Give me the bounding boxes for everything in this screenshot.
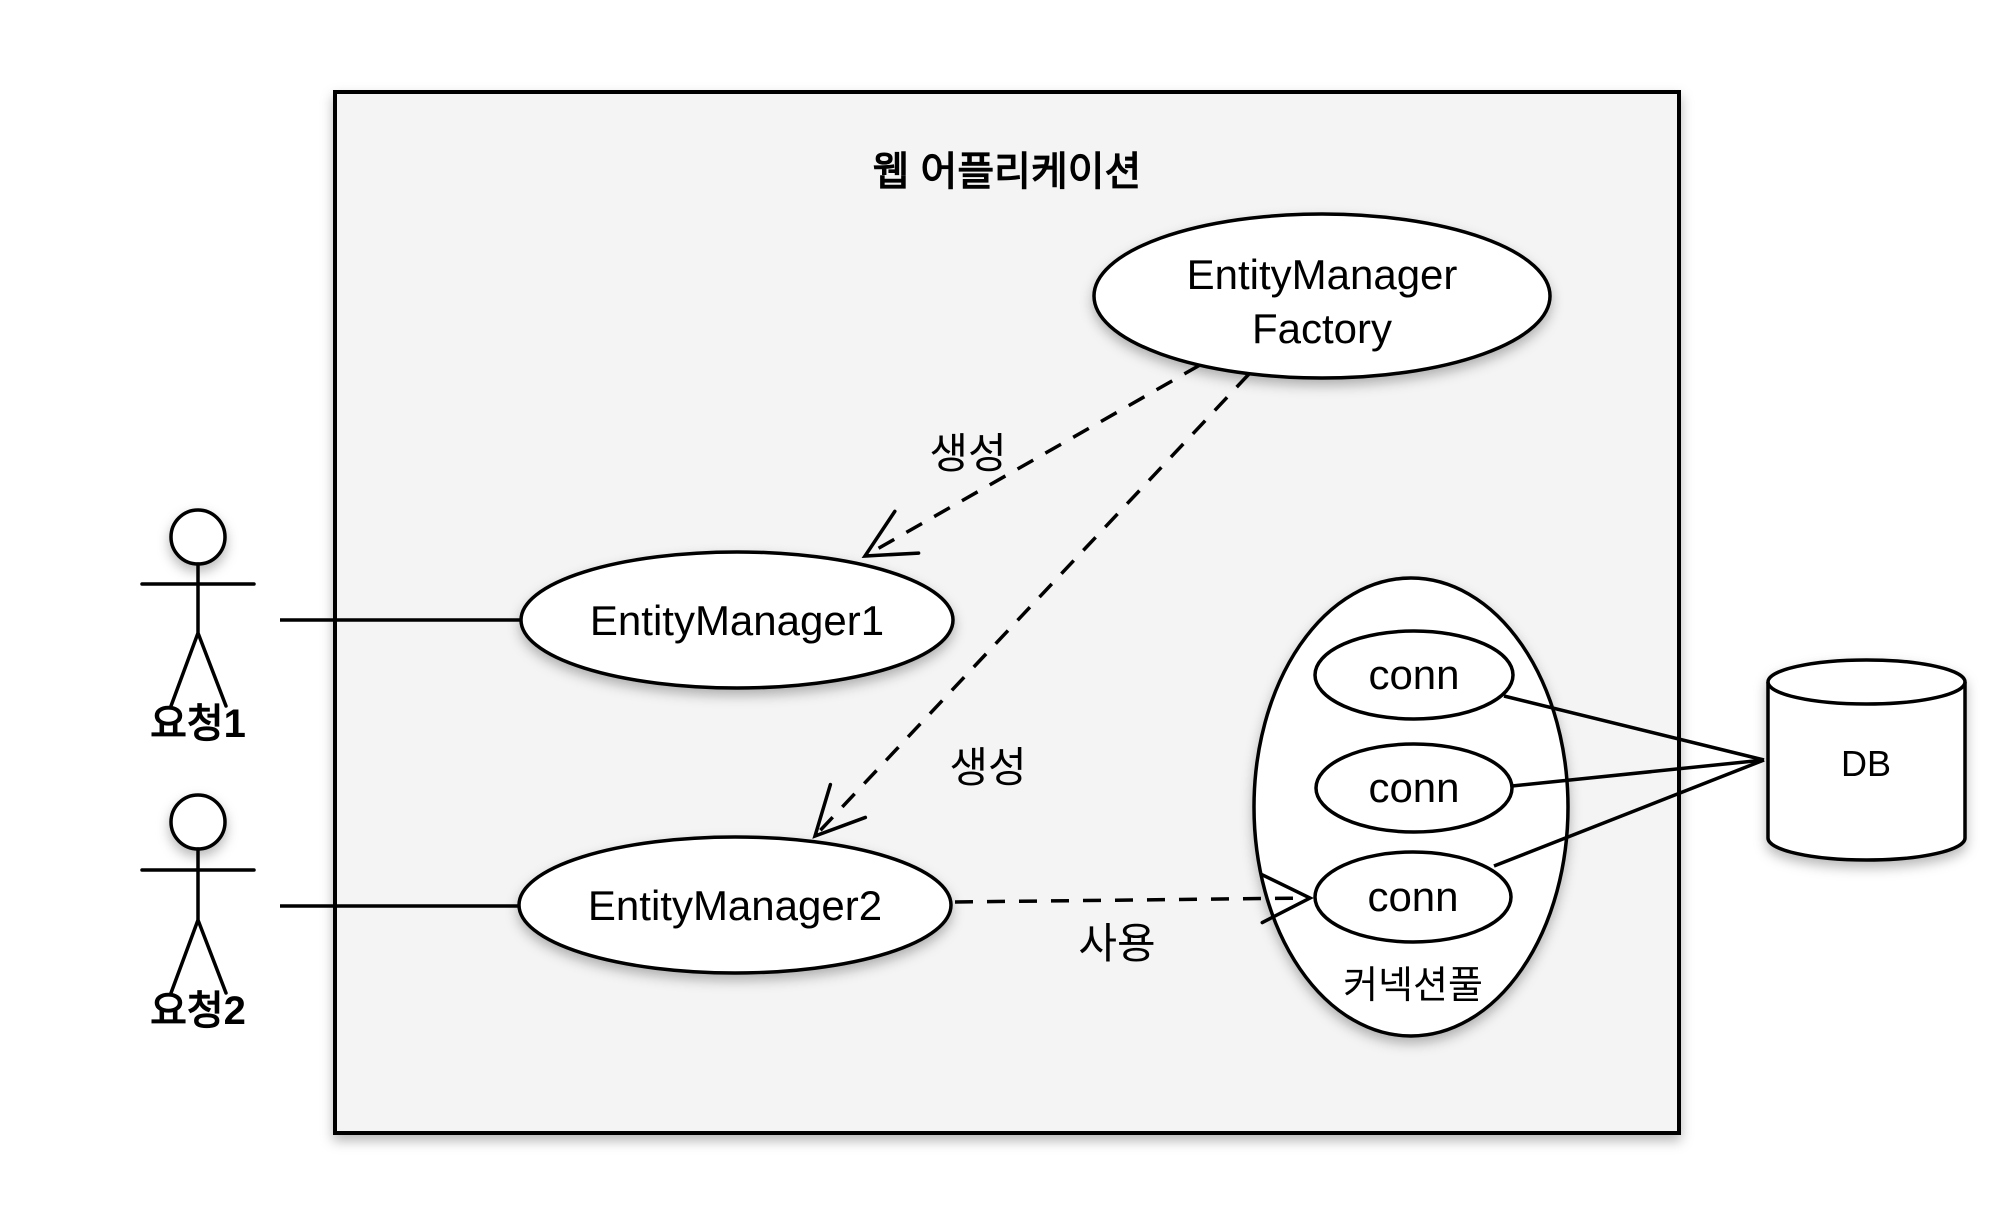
actor2-label: 요청2 — [150, 989, 246, 1033]
em1-label: EntityManager1 — [590, 597, 884, 644]
actor2-head-icon — [169, 793, 227, 851]
actor1-label: 요청1 — [150, 702, 246, 746]
conn1-ellipse — [1313, 629, 1515, 721]
db-cylinder-top — [1766, 658, 1967, 706]
node-entitymanager2: EntityManager2 — [517, 835, 953, 975]
edge-conn1-db — [1503, 694, 1765, 762]
conn3-label: conn — [1367, 873, 1458, 920]
edge-label-create2: 생성 — [949, 744, 1026, 791]
edge-label-use: 사용 — [1078, 920, 1155, 967]
node-entitymanager-factory: EntityManager Factory — [1092, 212, 1552, 380]
factory-label-line2: Factory — [1252, 305, 1392, 352]
node-db: DB — [1766, 658, 1967, 862]
conn1-label: conn — [1368, 651, 1459, 698]
actor2-body-icon — [140, 847, 256, 995]
connection-pool-conns: conn conn conn — [1313, 629, 1515, 944]
em1-ellipse — [519, 550, 955, 690]
edge-factory-em1 — [861, 363, 1201, 558]
conn2-ellipse — [1314, 742, 1514, 834]
node-entitymanager1: EntityManager1 — [519, 550, 955, 690]
conn2-label: conn — [1368, 764, 1459, 811]
factory-ellipse — [1092, 212, 1552, 380]
db-cylinder-body — [1766, 682, 1967, 862]
connection-pool-label: 커넥션풀 — [1343, 965, 1483, 1007]
container-title: 웹 어플리케이션 — [873, 150, 1142, 194]
actor1-body-icon — [140, 562, 256, 708]
actor1-head-icon — [169, 508, 227, 566]
edge-label-create1: 생성 — [929, 430, 1006, 477]
edge-em2-conn — [954, 872, 1314, 925]
actor-request1: 요청1 — [140, 508, 256, 746]
actor-request2: 요청2 — [140, 793, 256, 1033]
conn3-ellipse — [1313, 850, 1513, 944]
edge-conn3-db — [1493, 758, 1765, 868]
edge-factory-em2 — [812, 372, 1251, 839]
edge-conn2-db — [1511, 758, 1765, 788]
em2-ellipse — [517, 835, 953, 975]
em2-label: EntityManager2 — [588, 882, 882, 929]
factory-label-line1: EntityManager — [1187, 251, 1458, 298]
db-label: DB — [1841, 743, 1891, 784]
